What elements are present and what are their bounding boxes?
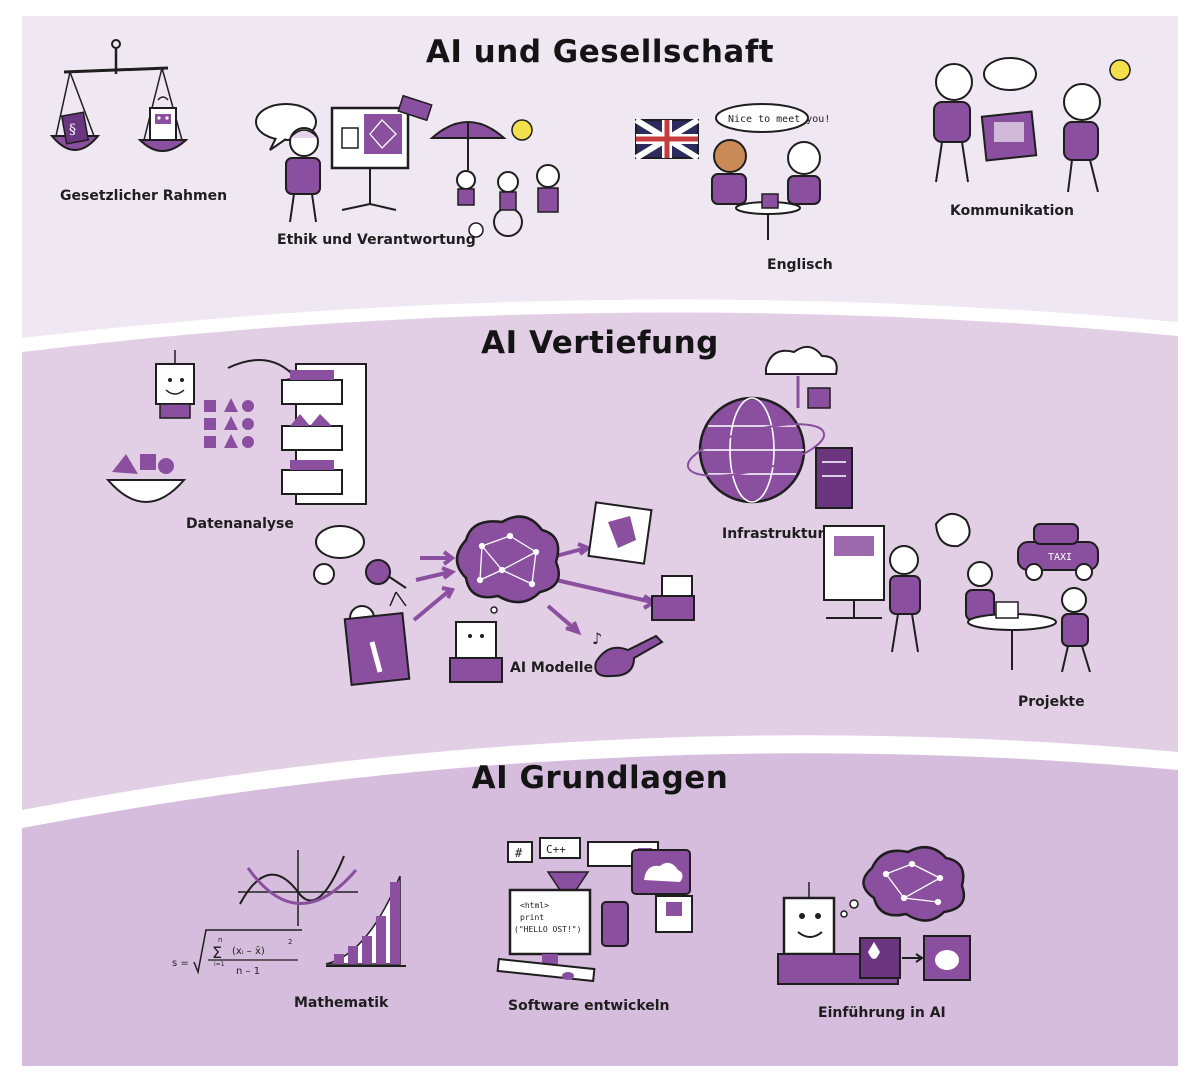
svg-text:♪: ♪ <box>592 629 602 648</box>
math-graph-icon: s = n Σ i=1 (xᵢ – x̄) 2 n – 1 <box>172 850 406 977</box>
label-software-entwickeln: Software entwickeln <box>508 998 670 1014</box>
std-formula: s = n Σ i=1 (xᵢ – x̄) 2 n – 1 <box>172 929 302 977</box>
label-datenanalyse: Datenanalyse <box>186 516 294 532</box>
label-infrastruktur: Infrastruktur <box>722 526 825 542</box>
code-line-1: <html> <box>520 901 549 910</box>
lang-tag-cpp: C++ <box>546 843 566 856</box>
code-line-3: ("HELLO OST!") <box>514 925 581 934</box>
english-conversation-icon: Nice to meet you! <box>634 103 830 240</box>
formula-term: (xᵢ – x̄) <box>232 946 265 957</box>
label-gesetzlicher-rahmen: Gesetzlicher Rahmen <box>60 188 228 204</box>
bottom-band <box>22 753 1178 1066</box>
label-ai-modelle: AI Modelle <box>510 660 594 676</box>
uk-flag-icon <box>634 117 700 161</box>
svg-text:Σ: Σ <box>212 943 222 962</box>
label-ethik-und-verantwortung: Ethik und Verantwortung <box>277 232 476 248</box>
formula-sum-top: n <box>218 936 222 944</box>
formula-power: 2 <box>288 938 292 946</box>
computer-code-icon: # C++ <html> print ("HELLO OST!") <box>496 837 693 983</box>
ethics-presentation-icon <box>255 94 560 238</box>
speech-bubble-text: Nice to meet you! <box>728 114 830 125</box>
formula-lhs: s = <box>172 958 189 969</box>
neural-network-cloud-icon: ♪ <box>313 501 695 686</box>
communication-icon <box>933 57 1131 193</box>
top-band <box>22 16 1178 338</box>
svg-text:§: § <box>69 122 76 138</box>
formula-denominator: n – 1 <box>236 966 260 977</box>
label-kommunikation: Kommunikation <box>950 203 1074 219</box>
data-sorting-icon <box>105 350 367 505</box>
code-line-2: print <box>520 913 544 922</box>
label-englisch: Englisch <box>767 257 833 273</box>
balance-scale-icon: § <box>50 39 189 152</box>
section-title-grundlagen: AI Grundlagen <box>471 760 729 796</box>
label-einfuehrung-in-ai: Einführung in AI <box>818 1005 946 1021</box>
section-title-vertiefung: AI Vertiefung <box>481 325 719 361</box>
label-projekte: Projekte <box>1018 694 1085 710</box>
lang-tag-hash: # <box>515 846 523 860</box>
project-team-icon: TAXI <box>823 513 1099 673</box>
formula-sum-bottom: i=1 <box>214 961 225 968</box>
globe-cloud-server-icon <box>686 345 853 509</box>
robot-brain-icon <box>777 845 971 985</box>
section-title-gesellschaft: AI und Gesellschaft <box>425 34 775 70</box>
label-mathematik: Mathematik <box>294 995 389 1011</box>
taxi-sign-text: TAXI <box>1048 552 1072 563</box>
